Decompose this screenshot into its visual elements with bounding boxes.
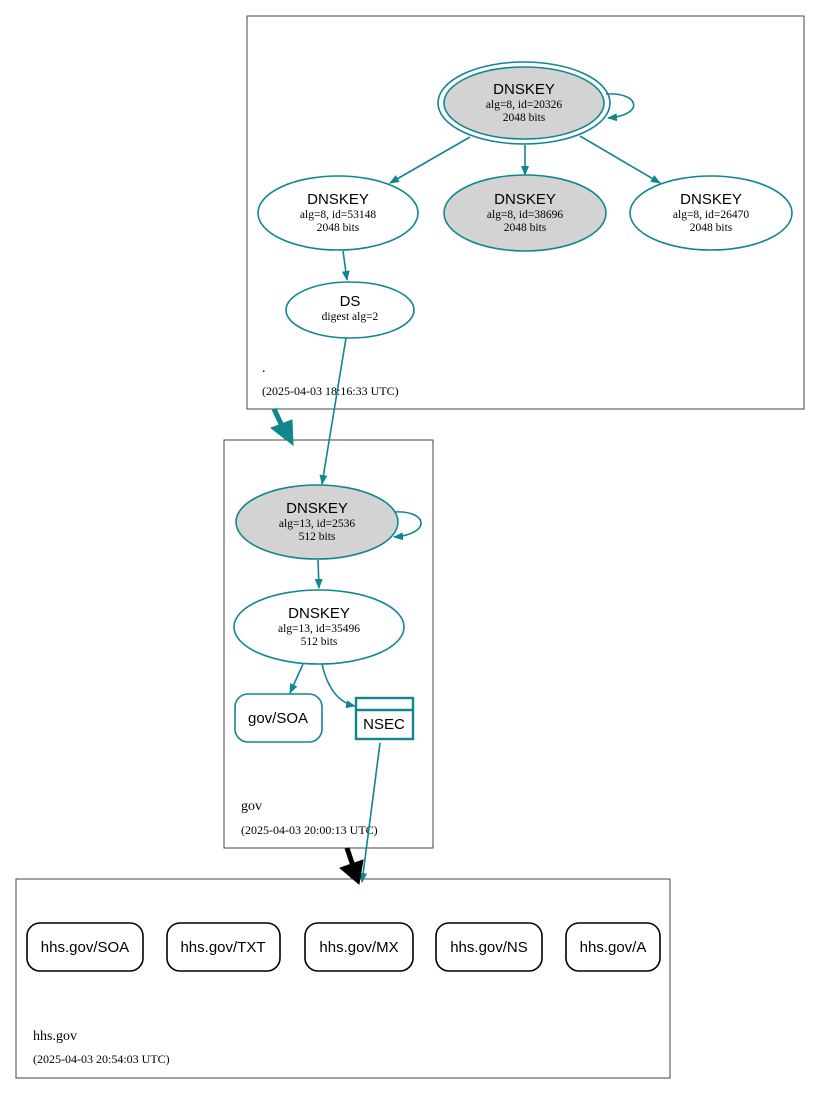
node-hhs-a-shape — [565, 922, 661, 972]
node-root-dnskey-53148-bits: 2048 bits — [317, 222, 360, 234]
node-gov-zsk[interactable]: DNSKEY alg=13, id=35496 512 bits — [233, 589, 405, 665]
edge-nsec-hhs — [359, 742, 381, 883]
node-gov-ksk-bits: 512 bits — [299, 531, 336, 543]
node-root-dnskey-38696-alg: alg=8, id=38696 — [487, 209, 563, 221]
zone-gov-timestamp: (2025-04-03 20:00:13 UTC) — [241, 823, 378, 837]
zone-hhs-name: hhs.gov — [33, 1029, 77, 1044]
delegation-gov-hhs-head — [339, 859, 364, 885]
node-gov-nsec-label: NSEC — [363, 716, 405, 733]
node-gov-nsec[interactable]: NSEC — [354, 696, 415, 741]
node-hhs-mx-label: hhs.gov/MX — [319, 939, 398, 956]
node-hhs-mx-shape — [304, 922, 414, 972]
zone-gov-name: gov — [241, 799, 262, 814]
node-root-dnskey-53148-alg: alg=8, id=53148 — [300, 209, 376, 221]
node-hhs-txt-shape — [166, 922, 281, 972]
node-root-dnskey-38696[interactable]: DNSKEY alg=8, id=38696 2048 bits — [443, 174, 607, 252]
node-gov-zsk-bits: 512 bits — [301, 636, 338, 648]
node-hhs-soa-shape — [26, 922, 144, 972]
node-root-dnskey-38696-bits: 2048 bits — [504, 222, 547, 234]
node-root-ksk-shape — [443, 66, 605, 140]
node-root-dnskey-26470-title: DNSKEY — [680, 191, 742, 208]
node-hhs-a[interactable]: hhs.gov/A — [565, 922, 661, 972]
edge-gov-zsk-soa — [289, 663, 304, 694]
node-root-dnskey-53148-shape — [257, 175, 419, 251]
node-root-ds-digest: digest alg=2 — [322, 311, 379, 323]
edge-root-ksk-26470 — [579, 135, 661, 184]
node-root-ksk[interactable]: DNSKEY alg=8, id=20326 2048 bits — [437, 61, 611, 145]
node-gov-zsk-title: DNSKEY — [288, 605, 350, 622]
node-root-dnskey-26470-bits: 2048 bits — [690, 222, 733, 234]
node-hhs-ns-label: hhs.gov/NS — [450, 939, 528, 956]
node-gov-nsec-shape — [354, 696, 415, 741]
node-gov-zsk-shape — [233, 589, 405, 665]
edge-gov-ksk-zsk — [314, 559, 323, 589]
node-gov-ksk-title: DNSKEY — [286, 500, 348, 517]
node-root-dnskey-38696-shape — [443, 174, 607, 252]
zone-hhs-timestamp: (2025-04-03 20:54:03 UTC) — [33, 1052, 170, 1066]
delegation-gov-hhs — [344, 847, 356, 867]
node-hhs-txt[interactable]: hhs.gov/TXT — [166, 922, 281, 972]
node-root-dnskey-26470-alg: alg=8, id=26470 — [673, 209, 749, 221]
node-root-dnskey-26470[interactable]: DNSKEY alg=8, id=26470 2048 bits — [629, 175, 793, 251]
node-root-ksk-title: DNSKEY — [493, 81, 555, 98]
node-gov-ksk-shape — [235, 484, 399, 560]
zone-root-name: . — [262, 361, 266, 376]
edge-53148-ds — [341, 250, 350, 281]
node-hhs-ns[interactable]: hhs.gov/NS — [435, 922, 543, 972]
node-hhs-mx[interactable]: hhs.gov/MX — [304, 922, 414, 972]
node-root-dnskey-38696-title: DNSKEY — [494, 191, 556, 208]
node-gov-soa-label: gov/SOA — [248, 710, 308, 727]
node-root-dnskey-53148[interactable]: DNSKEY alg=8, id=53148 2048 bits — [257, 175, 419, 251]
edge-gov-zsk-nsec — [321, 663, 356, 709]
node-root-ds-title: DS — [340, 293, 361, 310]
zone-root-timestamp: (2025-04-03 18:16:33 UTC) — [262, 384, 399, 398]
node-gov-soa-shape — [234, 693, 323, 743]
edges — [269, 93, 661, 885]
node-root-ksk-alg: alg=8, id=20326 — [486, 99, 562, 111]
node-hhs-soa[interactable]: hhs.gov/SOA — [26, 922, 144, 972]
node-gov-ksk[interactable]: DNSKEY alg=13, id=2536 512 bits — [235, 484, 399, 560]
node-hhs-soa-label: hhs.gov/SOA — [41, 939, 129, 956]
node-gov-zsk-alg: alg=13, id=35496 — [278, 623, 360, 635]
node-root-ksk-outer-ring — [437, 61, 611, 145]
delegation-root-gov-head — [269, 419, 294, 447]
node-hhs-ns-shape — [435, 922, 543, 972]
node-root-dnskey-26470-shape — [629, 175, 793, 251]
edge-ds-gov-ksk — [319, 337, 347, 485]
edge-gov-ksk-self — [393, 511, 422, 541]
zone-hhs-box — [15, 878, 671, 1079]
node-hhs-txt-label: hhs.gov/TXT — [180, 939, 265, 956]
zone-hhs: hhs.gov (2025-04-03 20:54:03 UTC) — [15, 878, 671, 1079]
node-hhs-a-label: hhs.gov/A — [580, 939, 647, 956]
edge-root-ksk-self — [605, 93, 635, 122]
node-root-ksk-bits: 2048 bits — [503, 112, 546, 124]
node-root-dnskey-53148-title: DNSKEY — [307, 191, 369, 208]
edge-root-ksk-53148 — [389, 136, 471, 184]
node-gov-soa[interactable]: gov/SOA — [234, 693, 323, 743]
node-gov-ksk-alg: alg=13, id=2536 — [279, 518, 355, 530]
node-root-ds[interactable]: DS digest alg=2 — [285, 281, 415, 339]
node-root-ds-shape — [285, 281, 415, 339]
